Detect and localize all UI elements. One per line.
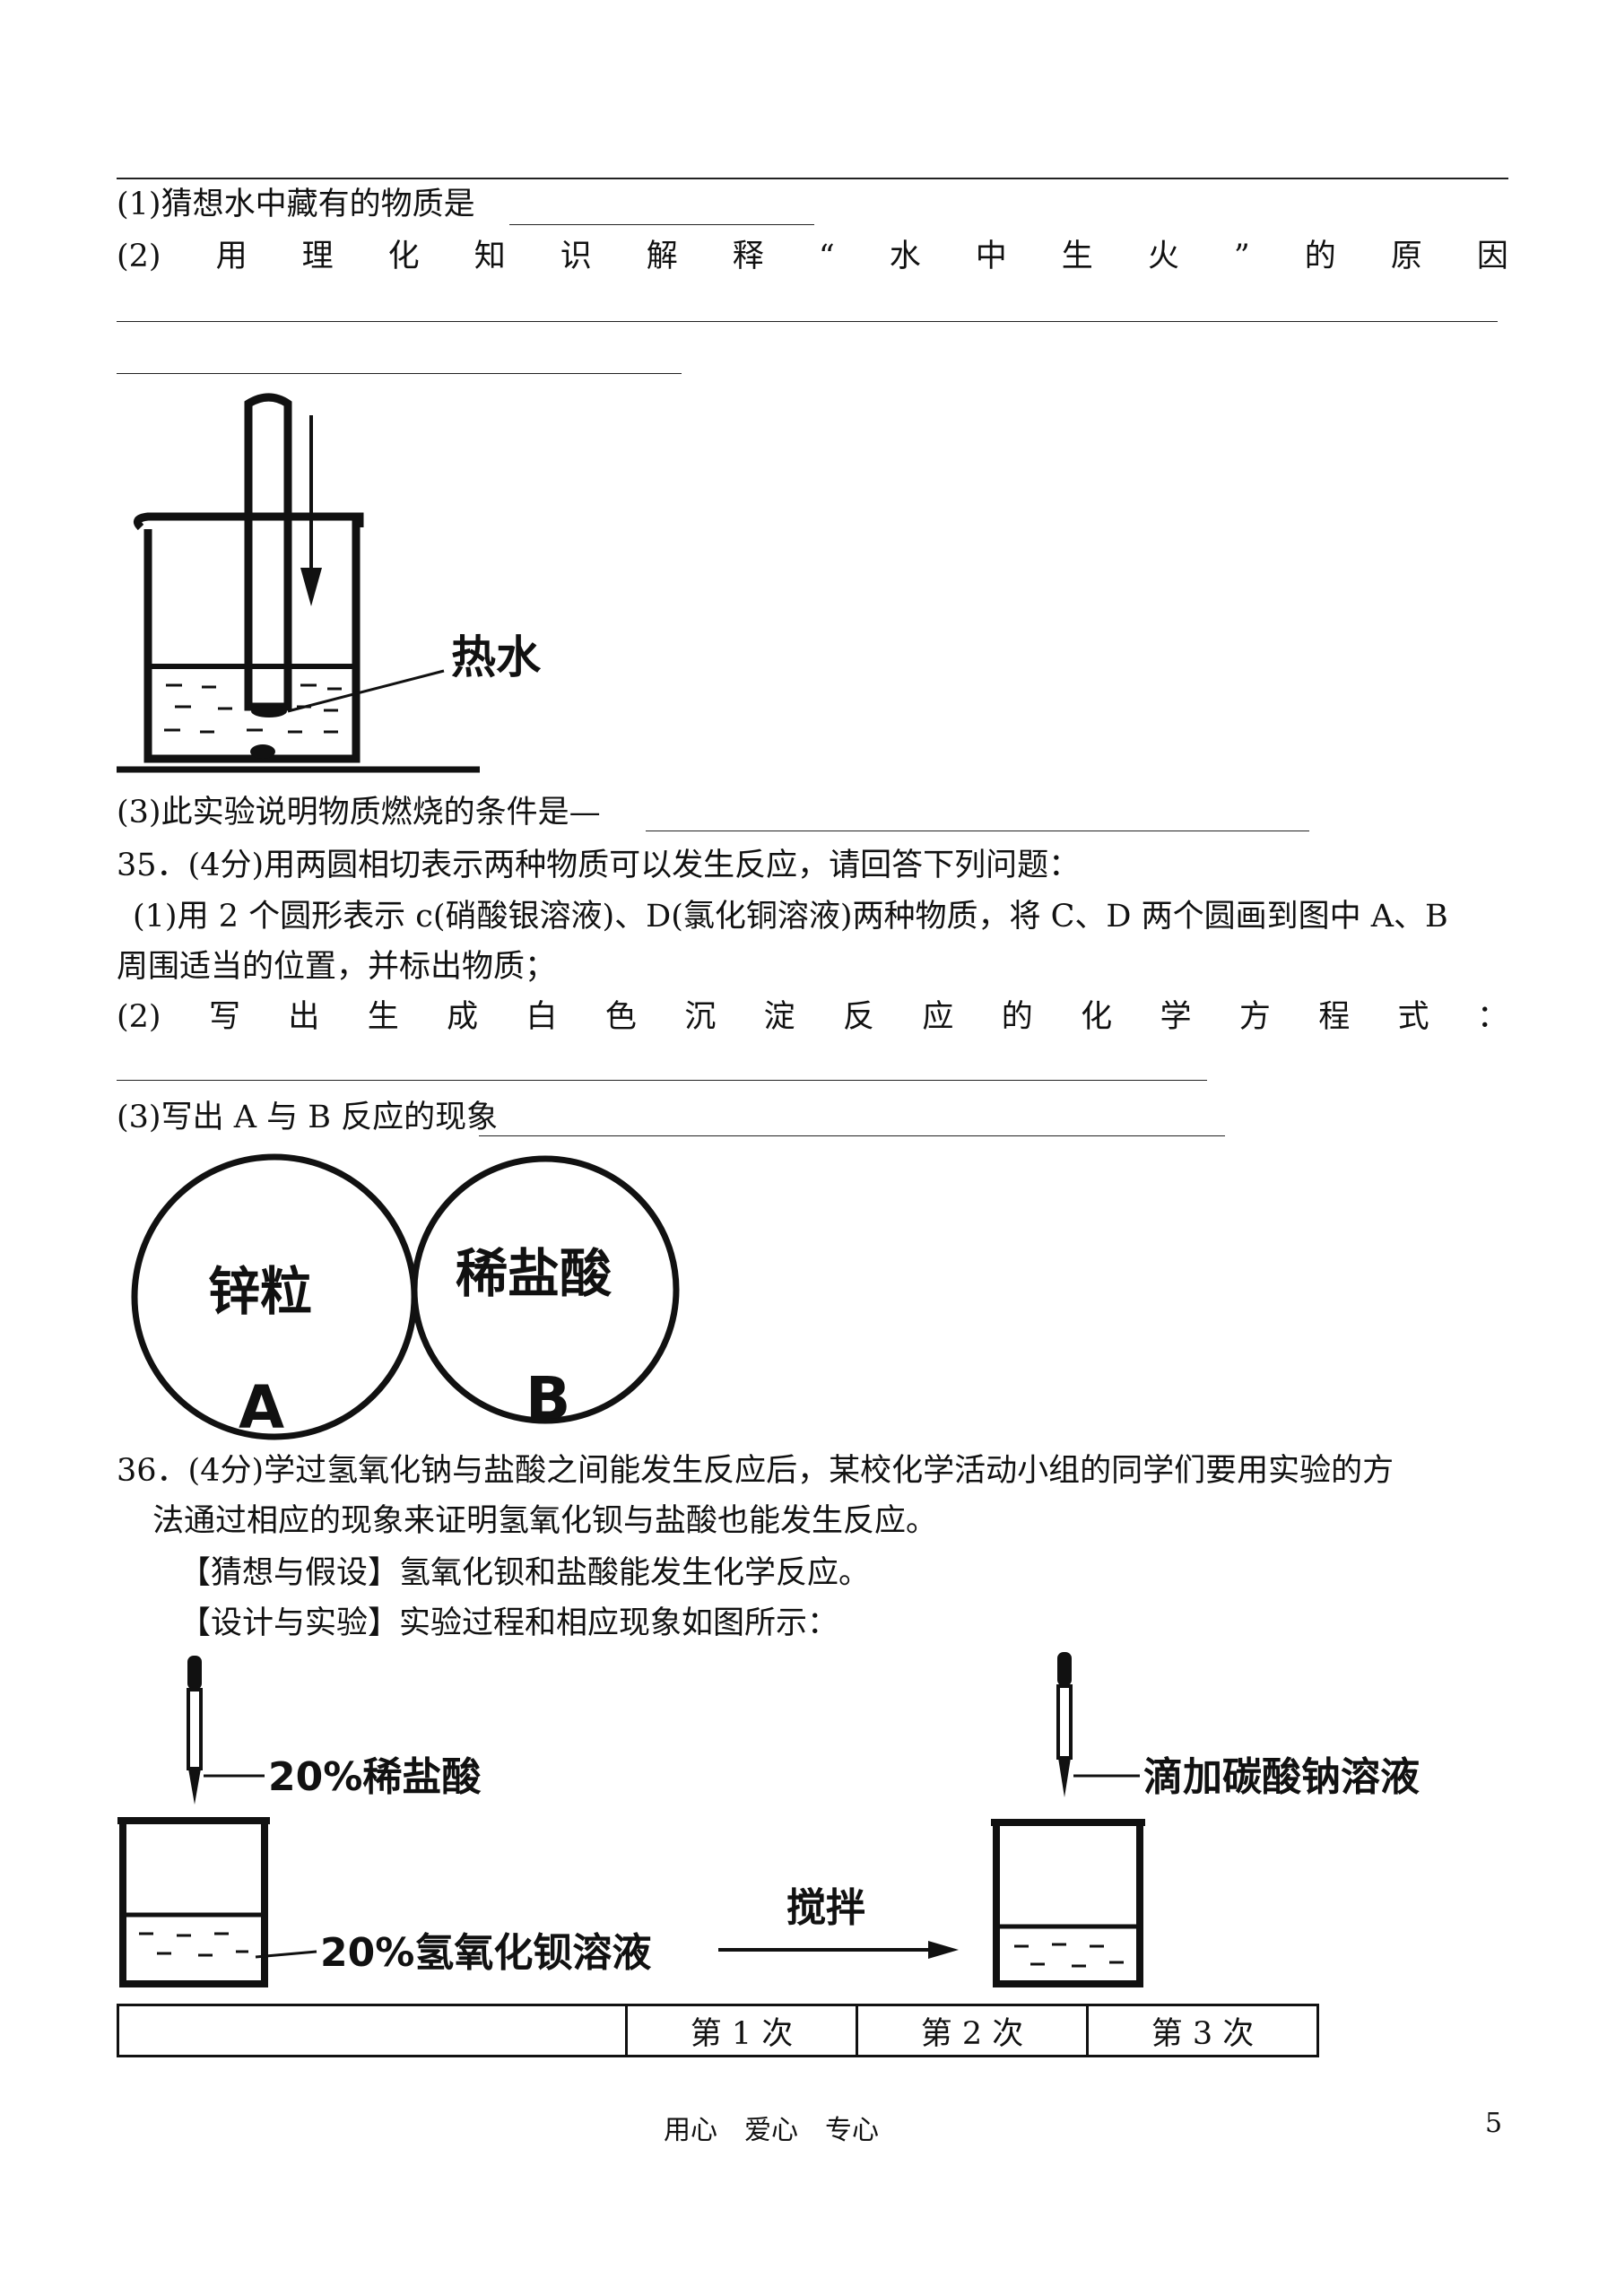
- q35-part1-line2: 周围适当的位置，并标出物质；: [117, 949, 557, 985]
- table-header-trial-1: 第 1 次: [625, 2004, 858, 2057]
- spread-label: (2): [117, 239, 161, 274]
- q34-part2-answer-line-1: [117, 321, 1498, 322]
- spread-char: 程: [1318, 999, 1351, 1035]
- q35-part2: (2) 写 出 生 成 白 色 沉 淀 反 应 的 化 学 方 程 式 ：: [117, 999, 1508, 1035]
- q36-header-line1: 36．(4分)学过氢氧化钠与盐酸之间能发生反应后，某校化学活动小组的同学们要用实…: [117, 1453, 1394, 1489]
- reaction-circles-figure: 锌粒 A 稀盐酸 B: [131, 1153, 680, 1442]
- beaker-1-label: 20%氢氧化钡溶液: [320, 1930, 651, 1976]
- q36-header-line2: 法通过相应的现象来证明氢氧化钡与盐酸也能发生反应。: [152, 1503, 938, 1539]
- spread-char: 释: [732, 239, 764, 274]
- spread-char: 沉: [684, 999, 717, 1035]
- hot-water-figure: 热水: [117, 393, 542, 773]
- q36-hypothesis: 【猜想与假设】氢氧化钡和盐酸能发生化学反应。: [179, 1555, 871, 1591]
- spread-char: 用: [215, 239, 248, 274]
- spread-char: 生: [1061, 239, 1093, 274]
- spread-char: 的: [1304, 239, 1336, 274]
- spread-char: 生: [367, 999, 399, 1035]
- spread-char: 学: [1160, 999, 1192, 1035]
- spread-char: 水: [889, 239, 921, 274]
- q35-part1-line1: (1)用 2 个圆形表示 c(硝酸银溶液)、D(氯化铜溶液)两种物质，将 C、D…: [133, 899, 1448, 935]
- table-header-blank: [117, 2004, 628, 2057]
- spread-char: ”: [1233, 239, 1250, 274]
- q34-part2: (2) 用 理 化 知 识 解 释 “ 水 中 生 火 ” 的 原 因: [117, 239, 1508, 274]
- dropper-2: [1056, 1652, 1073, 1797]
- spread-char: 理: [301, 239, 334, 274]
- circle-a-letter: A: [239, 1373, 284, 1442]
- stir-label: 搅拌: [786, 1885, 865, 1931]
- q34-part3: (3)此实验说明物质燃烧的条件是—: [117, 795, 601, 831]
- circle-b-text: 稀盐酸: [456, 1243, 613, 1304]
- spread-char: 色: [604, 999, 637, 1035]
- spread-char: 方: [1238, 999, 1271, 1035]
- spread-char: 知: [474, 239, 506, 274]
- experiment-figure: 20%稀盐酸 20%氢氧化钡溶液 搅拌 滴加碳酸钠溶液: [117, 1652, 1420, 1987]
- spread-char: 解: [646, 239, 678, 274]
- spread-char: 火: [1147, 239, 1179, 274]
- spread-char: 因: [1476, 239, 1508, 274]
- q35-part3-text: (3)写出 A 与 B 反应的现象: [117, 1100, 499, 1135]
- spread-char: 的: [1001, 999, 1033, 1035]
- spread-char: 白: [526, 999, 558, 1035]
- spread-char: 式: [1397, 999, 1429, 1035]
- header-rule: [117, 178, 1508, 179]
- spread-char: “: [818, 239, 835, 274]
- circle-b: [411, 1155, 680, 1424]
- q34-part1: (1)猜想水中藏有的物质是: [117, 187, 475, 222]
- page-number: 5: [1485, 2108, 1503, 2139]
- q34-part3-text: (3)此实验说明物质燃烧的条件是—: [117, 795, 601, 831]
- spread-char: 淀: [763, 999, 795, 1035]
- dropper-2-label: 滴加碳酸钠溶液: [1143, 1754, 1420, 1800]
- footer-center: 用心 爱心 专心: [664, 2115, 879, 2146]
- circle-b-letter: B: [526, 1364, 570, 1433]
- results-table: 第 1 次 第 2 次 第 3 次: [117, 2004, 1319, 2057]
- circle-a-text: 锌粒: [208, 1261, 312, 1322]
- table-header-trial-3: 第 3 次: [1086, 2004, 1319, 2057]
- hot-water-label: 热水: [451, 631, 542, 683]
- q35-part3-answer-line: [479, 1135, 1225, 1136]
- spread-label: (2): [117, 999, 161, 1035]
- spread-char: 中: [975, 239, 1007, 274]
- spread-char: 化: [387, 239, 420, 274]
- spread-char: 原: [1390, 239, 1422, 274]
- table-row: 第 1 次 第 2 次 第 3 次: [117, 2004, 1319, 2057]
- table-header-trial-2: 第 2 次: [856, 2004, 1089, 2057]
- spread-char: 写: [208, 999, 240, 1035]
- spread-char: 反: [842, 999, 874, 1035]
- spread-char: 出: [288, 999, 320, 1035]
- q34-part2-answer-line-2: [117, 373, 682, 374]
- spread-char: 识: [560, 239, 592, 274]
- q36-design: 【设计与实验】实验过程和相应现象如图所示：: [179, 1605, 839, 1641]
- spread-char: 成: [447, 999, 479, 1035]
- spread-char: 化: [1081, 999, 1113, 1035]
- dropper-1-label: 20%稀盐酸: [268, 1754, 482, 1800]
- q35-part2-answer-line: [117, 1080, 1207, 1081]
- q35-part3: (3)写出 A 与 B 反应的现象: [117, 1100, 498, 1135]
- spread-char: 应: [922, 999, 954, 1035]
- spread-char: ：: [1476, 999, 1508, 1035]
- q35-header: 35．(4分)用两圆相切表示两种物质可以发生反应，请回答下列问题：: [117, 848, 1081, 883]
- q34-part1-answer-line: [509, 224, 814, 225]
- dropper-1: [187, 1656, 203, 1805]
- q34-part1-text: (1)猜想水中藏有的物质是: [117, 187, 475, 222]
